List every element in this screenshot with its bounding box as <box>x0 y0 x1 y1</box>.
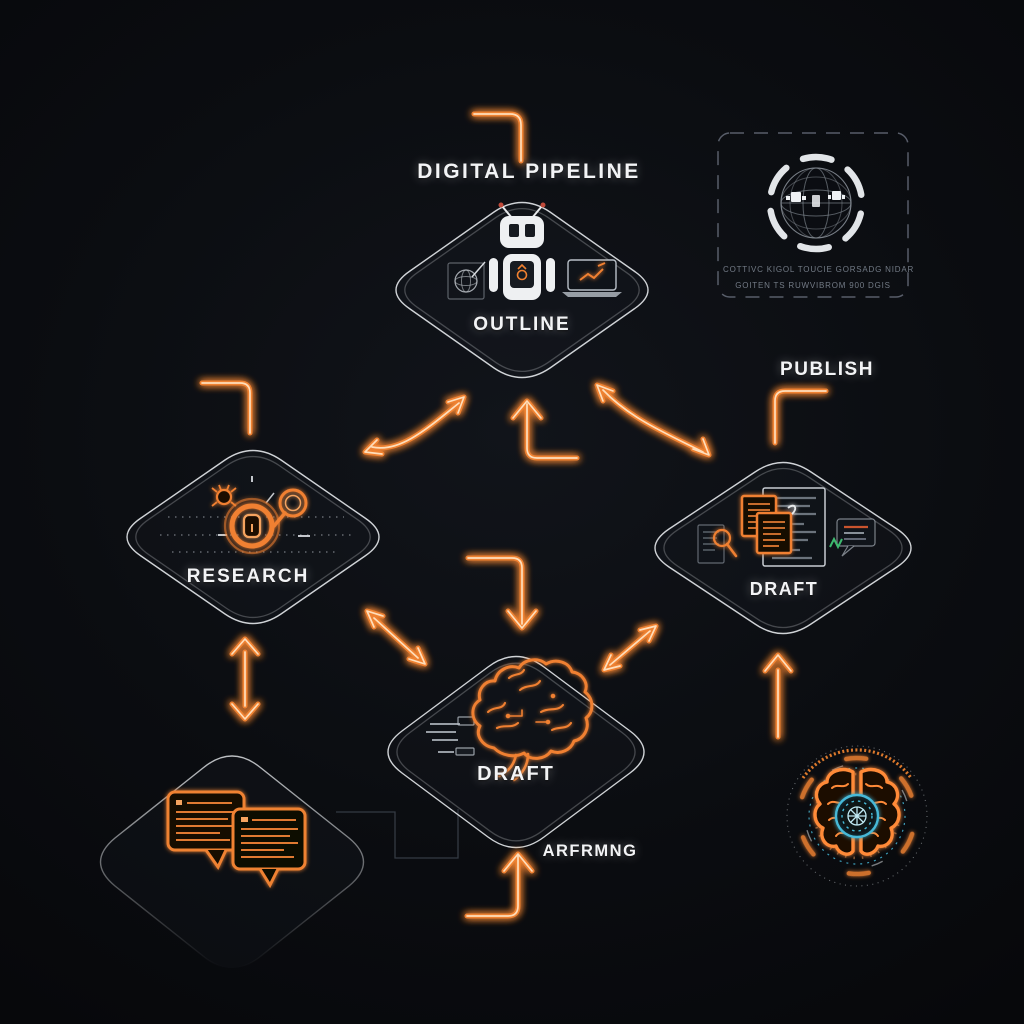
draft-center-down-arrow <box>468 558 536 628</box>
outline-up-arrow <box>513 401 577 458</box>
target-ring-icon <box>223 497 281 555</box>
refining-up-arrow <box>467 854 532 916</box>
chat-bubbles-icon <box>166 790 307 889</box>
doc-search-icon <box>697 524 738 564</box>
research-tick-marks <box>218 476 310 537</box>
laptop-sketch-icon <box>562 259 622 297</box>
draft-center-node-label: DRAFT <box>477 763 555 785</box>
publish-label: PUBLISH <box>780 359 874 380</box>
circuit-trace-lines <box>336 809 459 859</box>
brain-icon <box>471 658 594 782</box>
globe-sketch-icon <box>447 261 486 300</box>
globe-ring-icon <box>766 153 866 253</box>
chat-note-icon <box>829 518 876 557</box>
globe-ring-card <box>717 132 909 298</box>
refining-label: ARFRMNG <box>542 842 638 860</box>
outline-draft-double-arrow <box>597 385 709 455</box>
stacked-documents-icon <box>740 494 797 555</box>
diagram-title: DIGITAL PIPELINE <box>417 160 641 183</box>
research-outline-double-arrow <box>365 397 464 454</box>
outline-node-label: OUTLINE <box>473 314 571 335</box>
card-dashed-border <box>717 132 909 298</box>
card-text-line-1: COTTIVC KIGOL TOUCIE GORSADG NIDAR <box>723 265 915 274</box>
publish-elbow-connector <box>775 391 826 443</box>
card-text-line-2: GOITEN TS RUWVIBROM 900 DGIS <box>735 281 891 290</box>
research-node-label: RESEARCH <box>186 566 310 587</box>
title-elbow-connector <box>474 114 521 161</box>
research-elbow-connector <box>202 383 250 433</box>
brain-core-emblem <box>786 745 928 887</box>
robot-icon <box>489 202 555 300</box>
globe-node-glyphs <box>786 191 845 207</box>
draft-right-node-label: DRAFT <box>749 579 819 599</box>
magnifier-icon <box>272 488 308 528</box>
bug-icon <box>211 484 237 507</box>
